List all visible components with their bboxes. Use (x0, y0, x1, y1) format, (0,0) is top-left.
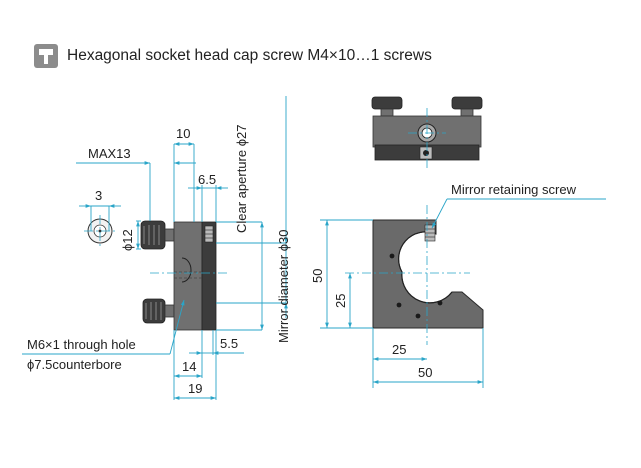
dim-14-label: 14 (182, 359, 196, 374)
mirror-diameter-label: Mirror diameter ϕ30 (276, 230, 291, 343)
counterbore-label: ϕ7.5counterbore (27, 357, 122, 372)
dim-19-label: 19 (188, 381, 202, 396)
front-height-25-label: 25 (333, 294, 348, 308)
front-height-50-label: 50 (310, 269, 325, 283)
front-width-50-label: 50 (418, 365, 432, 380)
dim-phi12-label: ϕ12 (120, 229, 135, 251)
side-view: 10 MAX13 6.5 3 ϕ12 Clear aperture ϕ27 Mi… (22, 96, 291, 400)
hex-screw-icon (34, 44, 58, 68)
dim-3-label: 3 (95, 188, 102, 203)
mount-body-side (173, 221, 217, 331)
knob-end-view (84, 215, 116, 247)
mirror-retaining-screw-label: Mirror retaining screw (451, 182, 577, 197)
dim-5-5-label: 5.5 (220, 336, 238, 351)
top-view (371, 96, 483, 168)
clear-aperture-label: Clear aperture ϕ27 (234, 125, 249, 233)
lower-adjuster-knob (142, 298, 175, 324)
header-title: Hexagonal socket head cap screw M4×10…1 … (67, 47, 432, 64)
dim-10-label: 10 (176, 126, 190, 141)
m6-hole-label: M6×1 through hole (27, 337, 136, 352)
upper-adjuster-knob (140, 220, 175, 250)
dim-6-5-label: 6.5 (198, 172, 216, 187)
front-width-25-label: 25 (392, 342, 406, 357)
front-view (345, 205, 484, 345)
header: Hexagonal socket head cap screw M4×10…1 … (34, 44, 432, 68)
dim-max13-label: MAX13 (88, 146, 131, 161)
